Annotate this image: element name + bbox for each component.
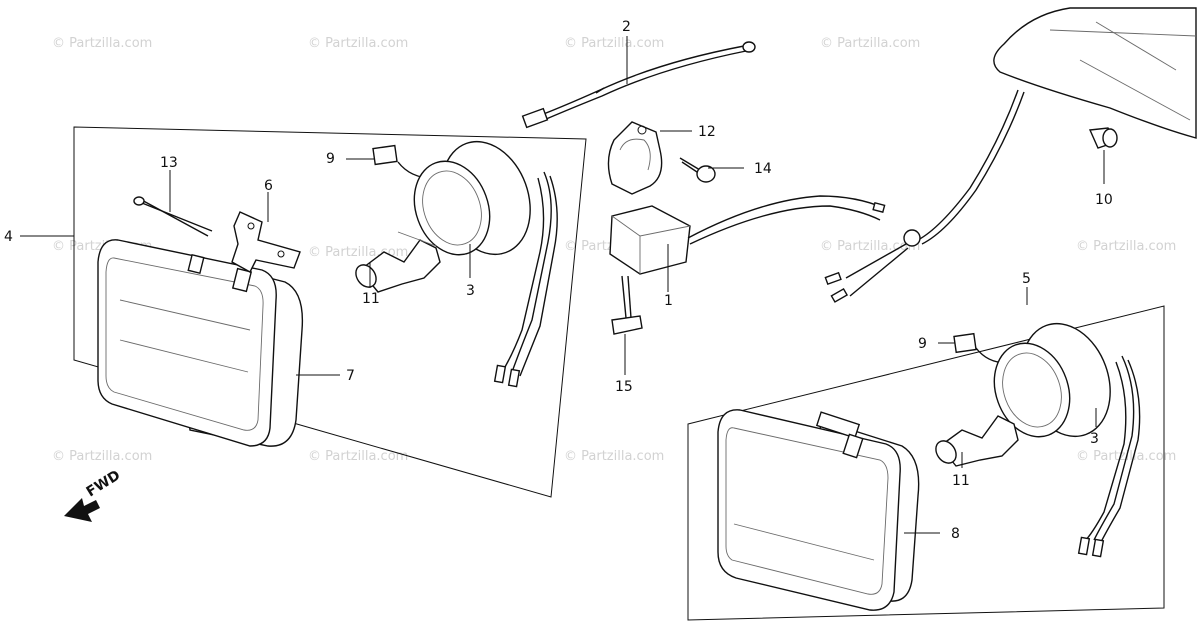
watermark: © Partzilla.com (52, 36, 152, 51)
callout-1: 1 (664, 293, 673, 309)
screw (679, 157, 716, 183)
callout-12: 12 (698, 124, 716, 140)
fwd-label: FWD (84, 467, 124, 500)
callout-3-right: 3 (1090, 431, 1099, 447)
right-headlight-unit (717, 409, 920, 611)
callout-13: 13 (160, 155, 178, 171)
bulb-cover-left (413, 140, 558, 388)
callout-9-left: 9 (326, 151, 335, 167)
callout-11-right: 11 (952, 473, 970, 489)
callout-2: 2 (622, 19, 631, 35)
watermark: © Partzilla.com (564, 36, 664, 51)
callout-3-left: 3 (466, 283, 475, 299)
callout-11-left: 11 (362, 291, 380, 307)
forward-direction-indicator: FWD (64, 467, 123, 522)
relay-unit (609, 195, 886, 275)
callout-10: 10 (1095, 192, 1113, 208)
callout-labels: 2 4 13 6 9 11 3 7 12 14 1 15 10 5 9 3 11… (4, 19, 1113, 542)
callout-5: 5 (1022, 271, 1031, 287)
callout-7: 7 (346, 368, 355, 384)
halogen-bulb-left (355, 231, 441, 293)
leader-lines (20, 36, 1105, 534)
halogen-bulb-right (935, 415, 1019, 467)
wire-clamp (607, 121, 663, 195)
callout-4: 4 (4, 229, 13, 245)
signal-bulb (1088, 127, 1118, 149)
cotter-pin (133, 196, 213, 237)
turn-signal-lens (824, 7, 1197, 303)
left-assembly-outline (73, 126, 587, 498)
forward-arrow-icon (64, 498, 100, 522)
watermark: © Partzilla.com (308, 449, 408, 464)
watermark: © Partzilla.com (52, 449, 152, 464)
socket-tab-left (372, 144, 439, 179)
right-assembly-outline (687, 305, 1165, 621)
callout-9-right: 9 (918, 336, 927, 352)
watermark: © Partzilla.com (564, 449, 664, 464)
left-headlight-unit (97, 239, 304, 447)
callout-8: 8 (951, 526, 960, 542)
watermark: © Partzilla.com (1076, 239, 1176, 254)
mounting-bracket (231, 211, 301, 273)
callout-15: 15 (615, 379, 633, 395)
watermark: © Partzilla.com (820, 36, 920, 51)
watermark: © Partzilla.com (308, 36, 408, 51)
mounting-bolt (611, 275, 643, 335)
callout-14: 14 (754, 161, 772, 177)
bulb-cover-right (993, 322, 1141, 558)
callout-6: 6 (264, 178, 273, 194)
sensor-wire (521, 41, 756, 129)
